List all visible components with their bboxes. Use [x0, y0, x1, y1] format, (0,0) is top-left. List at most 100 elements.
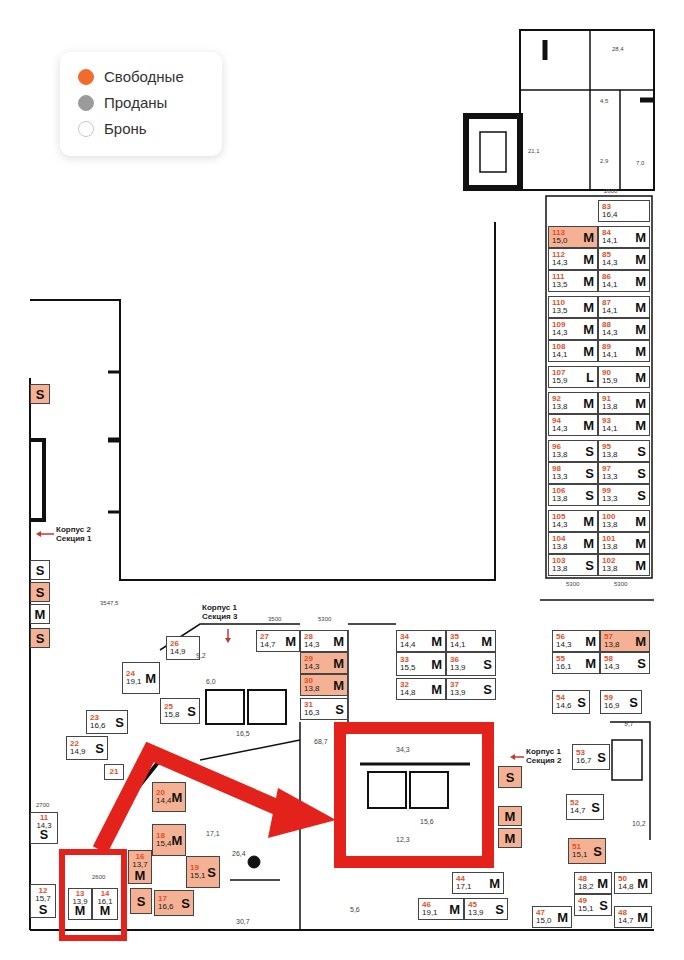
storage-unit: 8614,1M — [598, 270, 650, 292]
storage-unit: 8316,4 — [598, 200, 650, 222]
unit-area: 13,5 — [552, 307, 568, 315]
size-letter: M — [449, 903, 460, 916]
unit-number: 97 — [602, 465, 618, 473]
dimension: 2700 — [36, 802, 49, 809]
unit-number: 86 — [602, 273, 618, 281]
storage-unit: 10413,8M — [548, 532, 598, 554]
dimension: 21,1 — [528, 148, 540, 155]
size-letter: S — [137, 895, 146, 908]
size-letter: S — [39, 903, 48, 916]
unit-text-stack: 9213,8 — [552, 395, 568, 411]
dimension: 3547,5 — [100, 600, 118, 607]
unit-text-stack: 1613,7 — [132, 853, 148, 869]
size-letter: M — [637, 877, 648, 890]
storage-unit: 2814,3M — [300, 630, 348, 652]
dimension: 5300 — [614, 581, 627, 588]
storage-unit: 5516,1M — [552, 652, 600, 674]
unit-text-stack: 10213,8 — [602, 557, 618, 573]
size-letter: S — [36, 388, 45, 401]
unit-text-stack: 9813,3 — [552, 465, 568, 481]
unit-text-stack: 10914,3 — [552, 321, 568, 337]
storage-unit: 4814,7M — [614, 906, 652, 928]
storage-unit: 1416,1M — [92, 888, 118, 920]
storage-unit: 21 — [104, 764, 124, 780]
room-area: 12,3 — [396, 836, 410, 844]
room-area: 30,7 — [236, 918, 250, 926]
storage-unit: 8714,1M — [598, 296, 650, 318]
storage-unit: 1313,9M — [68, 888, 92, 920]
size-letter: M — [285, 635, 296, 648]
storage-unit: S — [30, 582, 50, 602]
unit-text-stack: 10613,8 — [552, 487, 568, 503]
unit-area: 13,8 — [552, 403, 568, 411]
storage-unit: 5814,3S — [600, 652, 650, 674]
unit-text-stack: 8914,1 — [602, 343, 618, 359]
size-letter: M — [583, 301, 594, 314]
legend-row: Бронь — [78, 120, 147, 137]
storage-unit: 2014,4M — [152, 782, 186, 812]
unit-text-stack: 2914,3 — [304, 655, 320, 671]
unit-text-stack: 2014,4 — [156, 789, 172, 805]
storage-unit: 11315,0M — [548, 226, 598, 248]
unit-text-stack: 9913,3 — [602, 487, 618, 503]
unit-number: 37 — [450, 681, 466, 689]
size-letter: S — [597, 751, 606, 764]
storage-unit: 9713,3S — [598, 462, 650, 484]
unit-area: 13,8 — [602, 403, 618, 411]
storage-unit: 2419,1M — [122, 662, 160, 694]
unit-text-stack: 4417,1 — [456, 875, 472, 891]
section-label: Корпус 1 Секция 3 — [202, 604, 256, 622]
storage-unit: S — [30, 628, 50, 648]
size-letter: M — [100, 905, 111, 918]
unit-area: 15,4 — [156, 840, 172, 848]
unit-area: 13,8 — [602, 543, 618, 551]
unit-number: 94 — [552, 417, 568, 425]
unit-text-stack: 5115,1 — [572, 843, 588, 859]
size-letter: M — [637, 911, 648, 924]
size-letter: S — [591, 801, 600, 814]
dimension: 3500 — [268, 616, 281, 623]
unit-text-stack: 8414,1 — [602, 229, 618, 245]
storage-unit: M — [498, 828, 522, 848]
size-letter: S — [40, 829, 48, 842]
unit-number: 83 — [602, 203, 618, 211]
size-letter: M — [583, 253, 594, 266]
storage-unit: 9113,8M — [598, 392, 650, 414]
storage-unit: 5316,7S — [572, 744, 610, 770]
unit-number: 21 — [110, 768, 119, 776]
unit-area: 13,8 — [552, 543, 568, 551]
unit-area: 15,8 — [164, 711, 180, 719]
storage-unit: 9813,3S — [548, 462, 598, 484]
legend-swatch — [78, 69, 94, 85]
storage-unit: 5214,7S — [566, 794, 604, 820]
room-area: 10,2 — [632, 820, 646, 828]
size-letter: M — [635, 537, 646, 550]
unit-area: 14,3 — [552, 425, 568, 433]
unit-area: 14,3 — [556, 641, 572, 649]
storage-unit: 3214,8M — [396, 678, 446, 700]
unit-text-stack: 1313,9 — [72, 890, 87, 906]
unit-area: 14,3 — [304, 663, 320, 671]
size-letter: S — [207, 866, 216, 879]
storage-unit: 1114,3S — [30, 812, 58, 844]
size-letter: M — [635, 419, 646, 432]
unit-number: 110 — [552, 299, 568, 307]
unit-number: 44 — [456, 875, 472, 883]
storage-unit: 3514,1M — [446, 630, 496, 652]
unit-number: 12 — [39, 887, 48, 895]
unit-text-stack: 1716,6 — [158, 895, 174, 911]
storage-unit: S — [498, 766, 522, 788]
unit-area: 19,1 — [126, 678, 142, 686]
unit-text-stack: 10413,8 — [552, 535, 568, 551]
unit-number: 100 — [602, 513, 618, 521]
unit-text-stack: 11013,5 — [552, 299, 568, 315]
unit-area: 16,7 — [576, 757, 592, 765]
unit-number: 13 — [76, 890, 85, 898]
unit-number: 54 — [556, 694, 572, 702]
unit-text-stack: 2214,9 — [70, 740, 86, 756]
unit-area: 13,8 — [602, 565, 618, 573]
walls — [30, 30, 654, 930]
unit-area: 14,1 — [602, 351, 618, 359]
unit-text-stack: 9713,3 — [602, 465, 618, 481]
size-letter: M — [597, 877, 608, 890]
